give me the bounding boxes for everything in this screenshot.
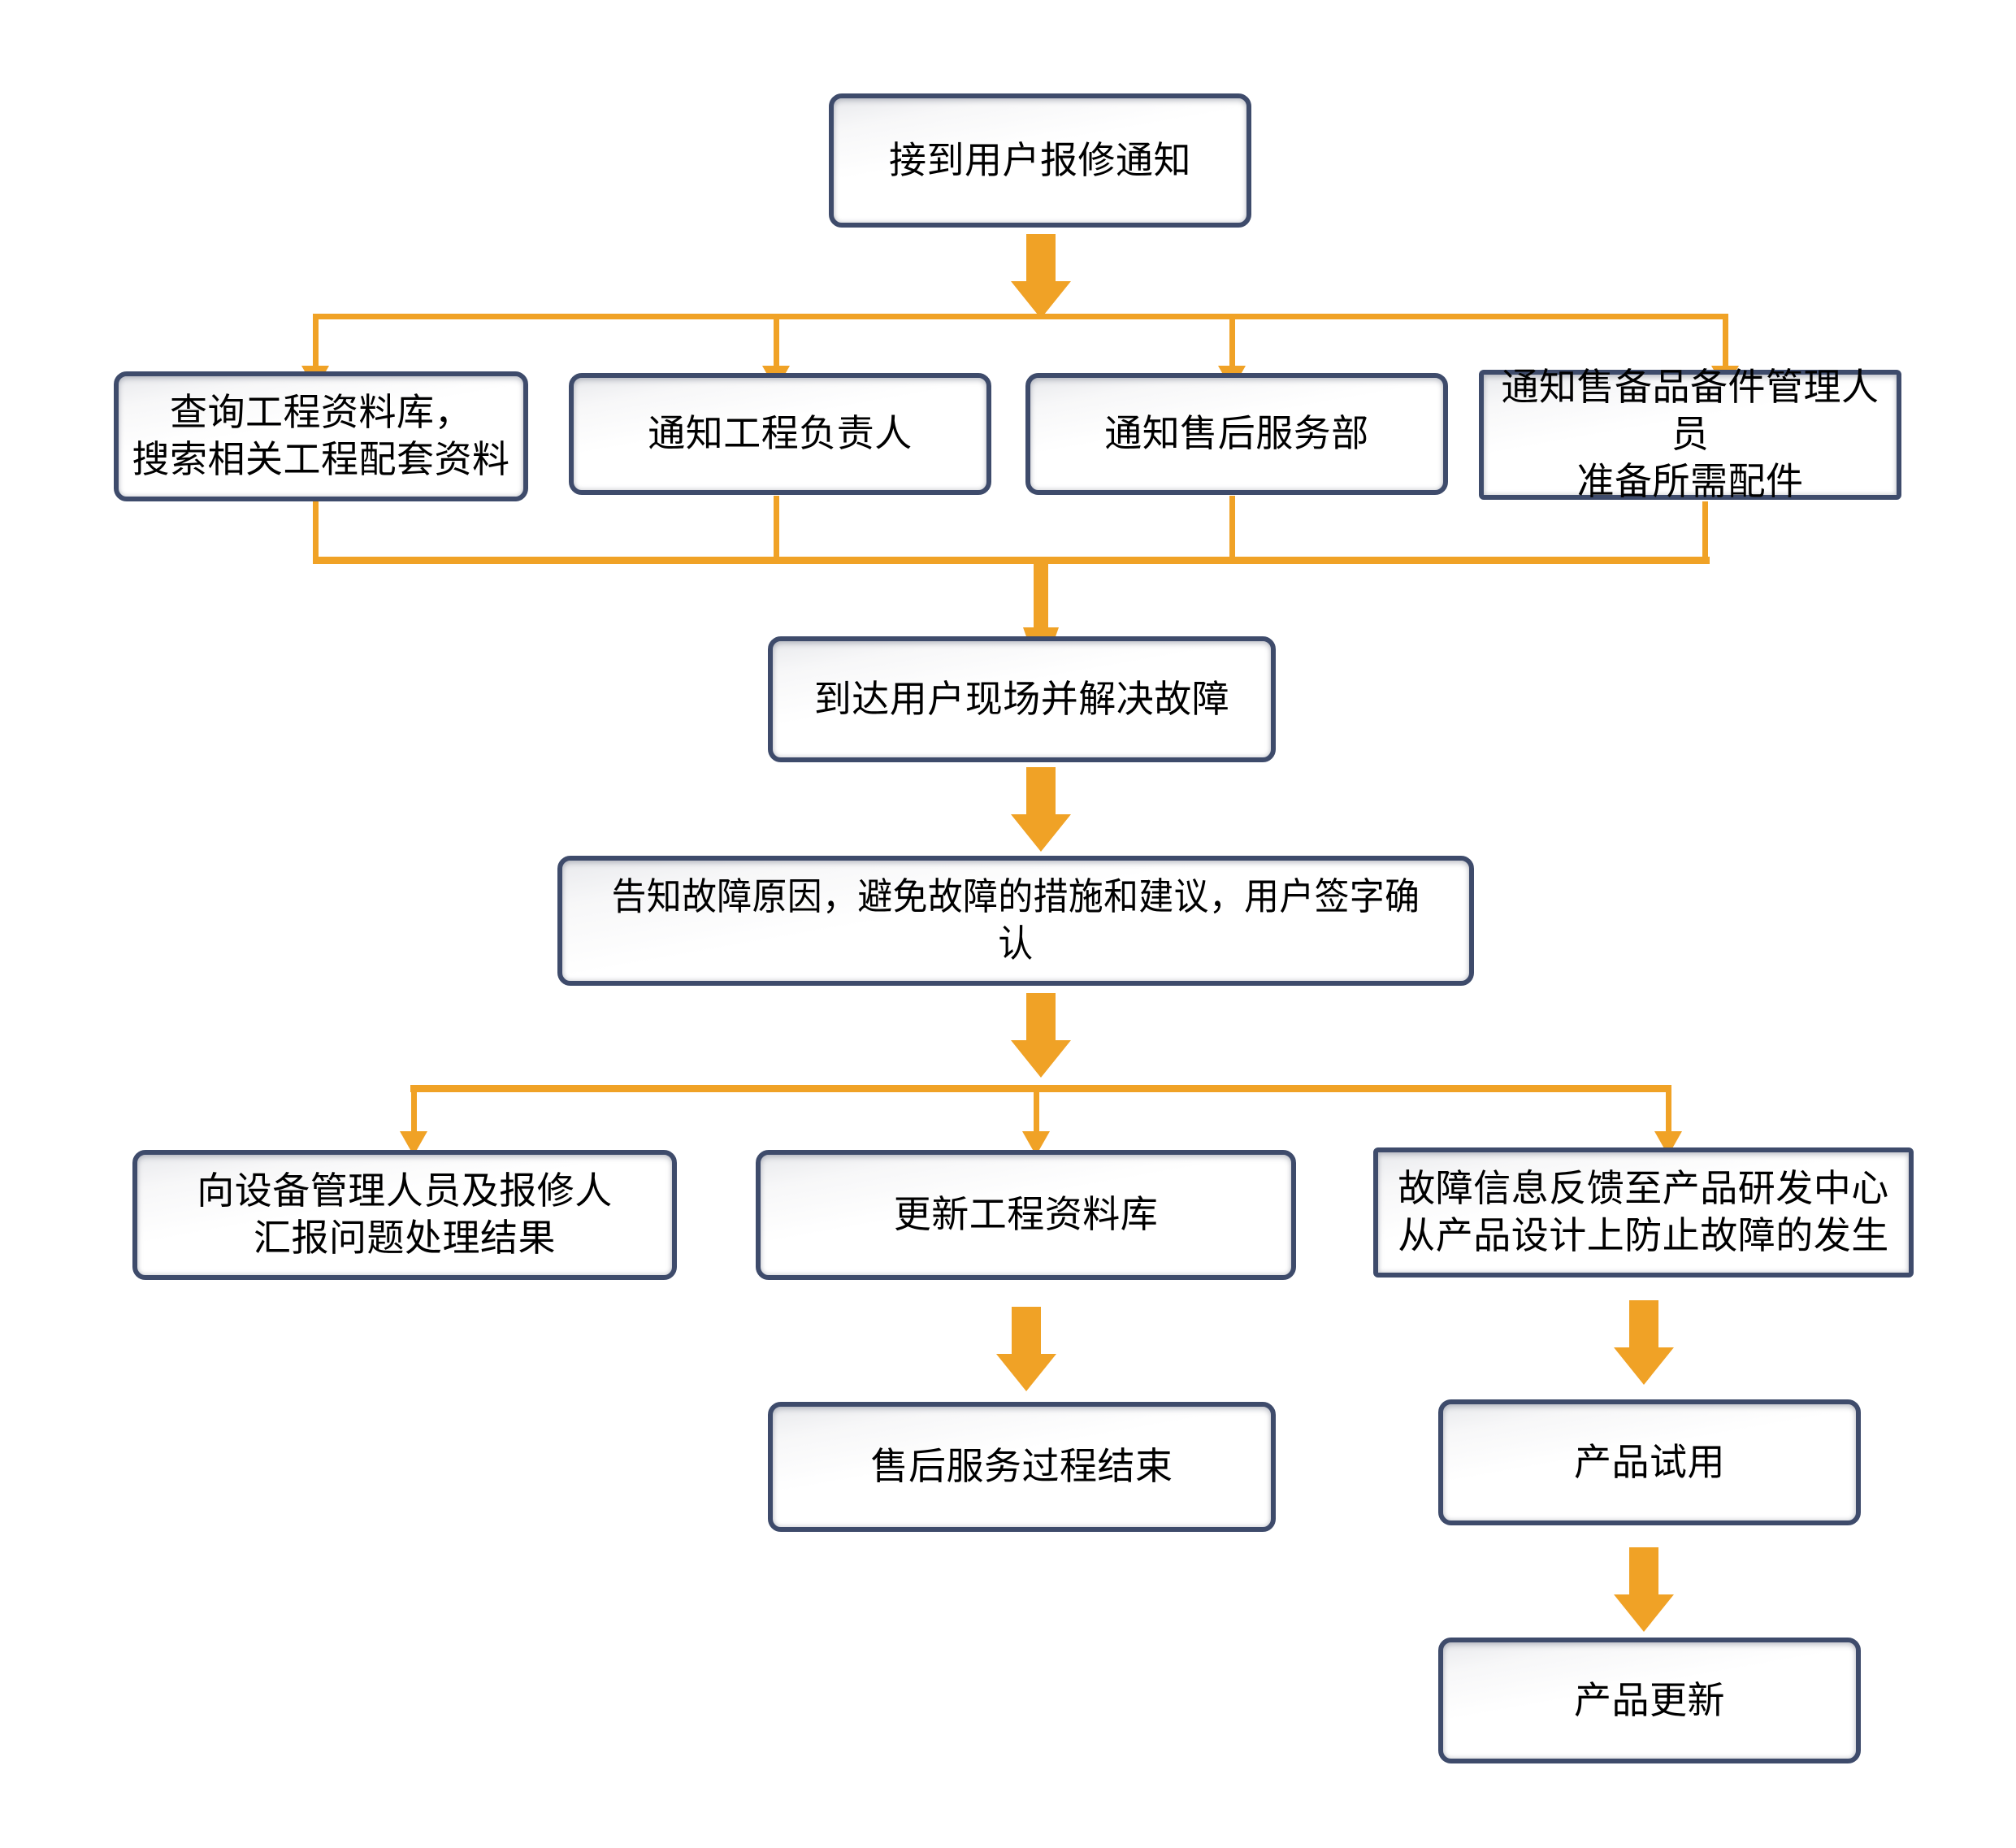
arrow-shaft <box>1026 767 1056 814</box>
fanout-bar-row5 <box>410 1085 1671 1092</box>
arrow-shaft <box>1026 993 1056 1040</box>
node-label: 产品更新 <box>1574 1678 1725 1721</box>
arrow-head <box>1614 1347 1674 1385</box>
node-label-line1: 查询工程资料库， <box>170 391 472 434</box>
node-label-line1: 向设备管理人员及报修人 <box>197 1169 613 1212</box>
node-label-line2: 搜索相关工程配套资料 <box>132 438 510 480</box>
node-product-update[interactable]: 产品更新 <box>1438 1638 1861 1763</box>
node-label: 通知售后服务部 <box>1104 412 1369 455</box>
arrow-n3-to-n4 <box>1004 767 1077 852</box>
merge-bar-row2 <box>313 557 1710 564</box>
arrow-shaft <box>1012 1307 1041 1354</box>
node-label: 告知故障原因，避免故障的措施和建议，用户签字确认 <box>611 875 1420 965</box>
node-label: 接到用户报修通知 <box>889 138 1191 181</box>
fanout-drop-2 <box>774 314 779 374</box>
arrow-shaft <box>1026 234 1056 281</box>
node-label-line1: 故障信息反馈至产品研发中心 <box>1398 1167 1889 1210</box>
node-notify-project-manager[interactable]: 通知工程负责人 <box>569 373 991 495</box>
arrow-head <box>996 1354 1056 1391</box>
fanout-bar-row2 <box>313 314 1728 319</box>
arrow-n4-to-row5 <box>1004 993 1077 1078</box>
arrow-head <box>1011 281 1071 319</box>
merge-riser-1 <box>313 501 319 557</box>
merge-riser-2 <box>774 496 779 557</box>
fanout-drop-3 <box>1229 314 1235 374</box>
arrow-shaft <box>1034 562 1048 627</box>
fanout-drop-6 <box>1034 1085 1039 1140</box>
node-update-project-database[interactable]: 更新工程资料库 <box>756 1150 1296 1280</box>
node-label: 到达用户现场并解决故障 <box>813 677 1230 720</box>
node-inform-cause-and-signature[interactable]: 告知故障原因，避免故障的措施和建议，用户签字确认 <box>557 856 1474 986</box>
fanout-drop-1 <box>313 314 319 374</box>
arrow-head <box>1614 1594 1674 1632</box>
arrow-n1-to-row2 <box>1004 234 1077 319</box>
node-product-trial[interactable]: 产品试用 <box>1438 1399 1861 1525</box>
arrow-head <box>1011 814 1071 852</box>
merge-riser-4 <box>1702 501 1708 557</box>
node-feedback-to-rnd-center[interactable]: 故障信息反馈至产品研发中心 从产品设计上防止故障的发生 <box>1373 1147 1914 1278</box>
node-label-line2: 从产品设计上防止故障的发生 <box>1398 1214 1889 1256</box>
arrow-n5c-to-n6c <box>1607 1300 1680 1385</box>
merge-riser-3 <box>1229 496 1235 557</box>
node-receive-repair-notice[interactable]: 接到用户报修通知 <box>829 93 1251 228</box>
fanout-drop-4 <box>1723 314 1728 374</box>
fanout-drop-7 <box>1666 1085 1671 1140</box>
arrow-shaft <box>1629 1547 1658 1594</box>
node-label: 故障信息反馈至产品研发中心 从产品设计上防止故障的发生 <box>1386 1165 1901 1260</box>
arrow-n5b-to-n6b <box>990 1307 1063 1391</box>
node-label: 查询工程资料库， 搜索相关工程配套资料 <box>127 389 515 484</box>
arrow-n6c-to-n7c <box>1607 1547 1680 1632</box>
node-arrive-onsite-fix-fault[interactable]: 到达用户现场并解决故障 <box>768 636 1276 762</box>
node-notify-spare-parts-manager[interactable]: 通知售备品备件管理人员 准备所需配件 <box>1479 366 1901 502</box>
node-label: 通知售备品备件管理人员 准备所需配件 <box>1492 364 1888 505</box>
node-label-line2: 汇报问题处理结果 <box>254 1217 556 1259</box>
node-report-to-equipment-manager[interactable]: 向设备管理人员及报修人 汇报问题处理结果 <box>132 1150 677 1280</box>
node-query-project-database[interactable]: 查询工程资料库， 搜索相关工程配套资料 <box>114 371 528 501</box>
node-label-line1: 通知售备品备件管理人员 <box>1501 366 1879 456</box>
fanout-drop-5 <box>411 1085 417 1140</box>
node-aftersales-process-end[interactable]: 售后服务过程结束 <box>768 1402 1276 1532</box>
node-label: 向设备管理人员及报修人 汇报问题处理结果 <box>145 1168 664 1262</box>
node-label-line2: 准备所需配件 <box>1576 459 1804 502</box>
node-label: 产品试用 <box>1574 1440 1725 1483</box>
arrow-head <box>1011 1040 1071 1078</box>
node-label: 更新工程资料库 <box>893 1193 1159 1236</box>
arrow-shaft <box>1629 1300 1658 1347</box>
node-label: 售后服务过程结束 <box>870 1445 1173 1488</box>
node-label: 通知工程负责人 <box>648 412 913 455</box>
node-notify-aftersales-dept[interactable]: 通知售后服务部 <box>1025 373 1448 495</box>
